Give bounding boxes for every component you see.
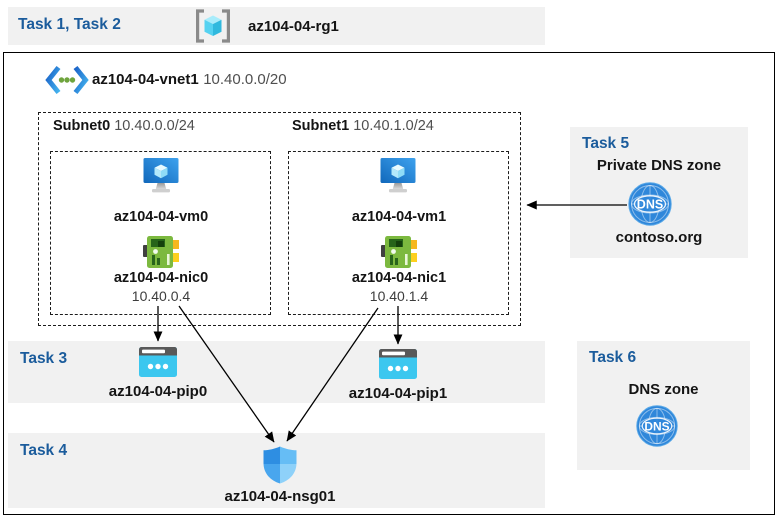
vnet-title: az104-04-vnet1 10.40.0.0/20 xyxy=(92,71,287,89)
private-dns-zone-icon: DNS xyxy=(628,182,672,226)
subnet0-name: Subnet0 xyxy=(53,118,111,134)
nsg-shield-icon xyxy=(263,446,297,484)
virtual-network-icon xyxy=(45,64,89,96)
vnet-cidr: 10.40.0.0/20 xyxy=(203,71,287,88)
dns-icon-text-task6: DNS xyxy=(644,419,669,433)
header-band xyxy=(8,7,545,45)
subnet1-cidr: 10.40.1.0/24 xyxy=(353,118,434,134)
dns-zone-icon: DNS xyxy=(636,405,678,447)
subnet0-label: Subnet0 10.40.0.0/24 xyxy=(53,118,195,134)
subnets-group-border xyxy=(38,112,521,326)
vm1-name: az104-04-vm1 xyxy=(351,209,447,225)
nic0-ip: 10.40.0.4 xyxy=(131,288,191,304)
resource-group-name: az104-04-rg1 xyxy=(248,18,339,35)
resource-group-icon xyxy=(194,9,232,43)
nic0-icon xyxy=(143,234,181,270)
pip0-icon xyxy=(139,347,177,377)
nic1-ip: 10.40.1.4 xyxy=(369,288,429,304)
vm0-icon xyxy=(143,157,179,195)
task3-label: Task 3 xyxy=(20,350,68,367)
diagram-outer-frame xyxy=(3,52,775,515)
private-dns-zone-title: Private DNS zone xyxy=(596,157,722,174)
nic0-name: az104-04-nic0 xyxy=(113,270,209,286)
subnet1-name: Subnet1 xyxy=(292,118,350,134)
pip0-name: az104-04-pip0 xyxy=(108,383,208,400)
pip1-icon xyxy=(379,349,417,379)
subnet0-border xyxy=(50,151,271,315)
pip1-name: az104-04-pip1 xyxy=(348,385,448,402)
task5-label: Task 5 xyxy=(582,135,630,152)
dns-icon-text-task5: DNS xyxy=(637,198,663,212)
nic1-icon xyxy=(381,234,419,270)
task6-panel xyxy=(577,341,750,470)
subnet1-label: Subnet1 10.40.1.0/24 xyxy=(292,118,434,134)
private-dns-zone-name: contoso.org xyxy=(615,229,703,246)
vnet-name: az104-04-vnet1 xyxy=(92,71,199,88)
nsg-name: az104-04-nsg01 xyxy=(224,488,336,505)
subnet0-cidr: 10.40.0.0/24 xyxy=(114,118,195,134)
vm1-icon xyxy=(380,157,416,195)
task3-panel xyxy=(8,341,545,403)
task-1-2-label: Task 1, Task 2 xyxy=(18,16,121,33)
dns-zone-title: DNS zone xyxy=(628,381,699,398)
nic1-name: az104-04-nic1 xyxy=(351,270,447,286)
task6-label: Task 6 xyxy=(589,349,637,366)
task4-label: Task 4 xyxy=(20,442,68,459)
vm0-name: az104-04-vm0 xyxy=(113,209,209,225)
